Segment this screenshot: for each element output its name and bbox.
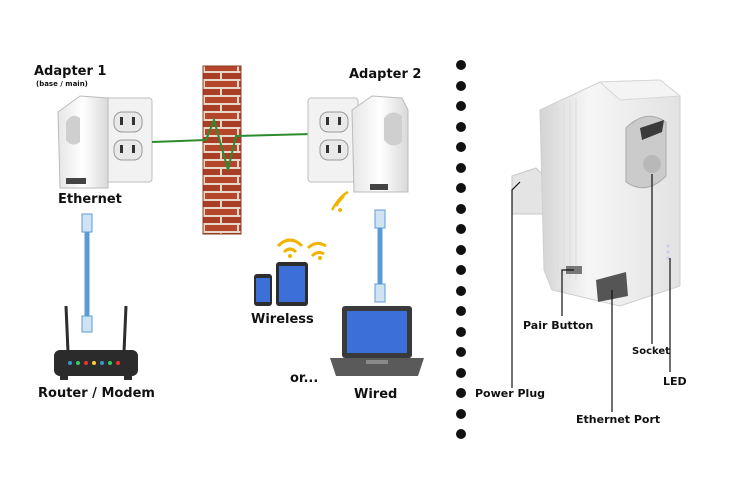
ethernet-cable-right (374, 209, 386, 303)
wifi-icon-right (306, 241, 327, 260)
outlet-icon-right (307, 97, 359, 183)
router-icon (54, 305, 138, 380)
adapter2-label: Adapter 2 (349, 67, 422, 82)
callout-lines (511, 174, 671, 412)
outlet-icon-left (101, 97, 153, 183)
ethernet-port-label: Ethernet Port (576, 413, 661, 426)
wifi-icon-left (276, 238, 304, 258)
power-plug-label: Power Plug (475, 387, 546, 400)
wireless-label: Wireless (251, 312, 314, 327)
led-label: LED (663, 375, 687, 388)
ethernet-label: Ethernet (58, 192, 122, 207)
pair-button-label: Pair Button (523, 319, 594, 332)
adapter1-sublabel: (base / main) (36, 80, 88, 88)
router-label: Router / Modem (38, 386, 155, 401)
wired-label: Wired (354, 387, 398, 402)
ethernet-cable-left (81, 213, 93, 333)
or-label: or... (290, 371, 319, 386)
dotted-divider (456, 60, 468, 445)
wifi-icon-adapter (330, 190, 349, 212)
phone-icon (254, 274, 272, 306)
tablet-icon (276, 262, 308, 306)
laptop-icon (330, 306, 424, 376)
powerline-signal (151, 116, 313, 171)
adapter-icon-right (351, 95, 409, 193)
socket-label: Socket (632, 346, 670, 357)
adapter-icon-left (57, 95, 109, 189)
adapter1-label: Adapter 1 (34, 64, 107, 79)
adapter-large-icon (511, 79, 682, 307)
